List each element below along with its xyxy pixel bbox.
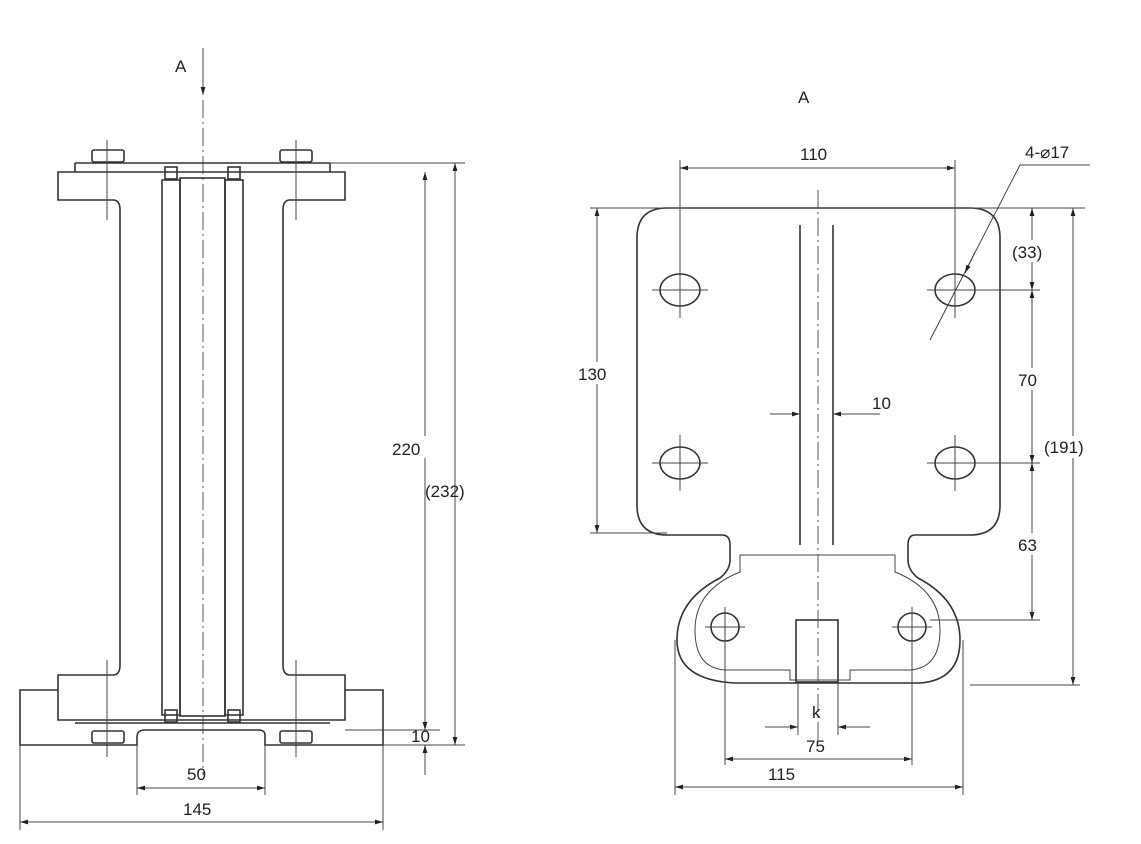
dim-33: (33) bbox=[1012, 243, 1042, 262]
front-view: A 220 (232) 10 5 bbox=[19, 48, 465, 830]
view-a: A 110 4-⌀17 130 (33) 70 (191 bbox=[575, 88, 1102, 795]
roller-left bbox=[161, 179, 181, 716]
slot-k bbox=[795, 619, 839, 683]
dim-191: (191) bbox=[1044, 438, 1084, 457]
dim-70: 70 bbox=[1018, 371, 1037, 390]
dim-50: 50 bbox=[187, 765, 206, 784]
dim-232: (232) bbox=[425, 482, 465, 501]
dim-145: 145 bbox=[183, 800, 211, 819]
roller-right bbox=[224, 179, 244, 716]
dim-holes: 4-⌀17 bbox=[1025, 143, 1069, 162]
dim-75: 75 bbox=[806, 737, 825, 756]
dim-10: 10 bbox=[411, 727, 430, 746]
center-shaft bbox=[179, 177, 226, 717]
dim-115: 115 bbox=[768, 765, 795, 784]
dim-10-web: 10 bbox=[872, 394, 891, 413]
dim-63: 63 bbox=[1018, 536, 1037, 555]
base-plate bbox=[19, 689, 384, 746]
dim-k: k bbox=[812, 703, 821, 722]
dim-220: 220 bbox=[392, 440, 420, 459]
bolt-icon bbox=[91, 140, 313, 757]
i-beam-body bbox=[57, 171, 346, 721]
dim-110: 110 bbox=[800, 145, 827, 164]
dim-130: 130 bbox=[578, 365, 606, 384]
mounting-plate bbox=[636, 207, 1001, 684]
view-a-marker: A bbox=[175, 57, 187, 76]
view-a-title: A bbox=[798, 88, 810, 107]
